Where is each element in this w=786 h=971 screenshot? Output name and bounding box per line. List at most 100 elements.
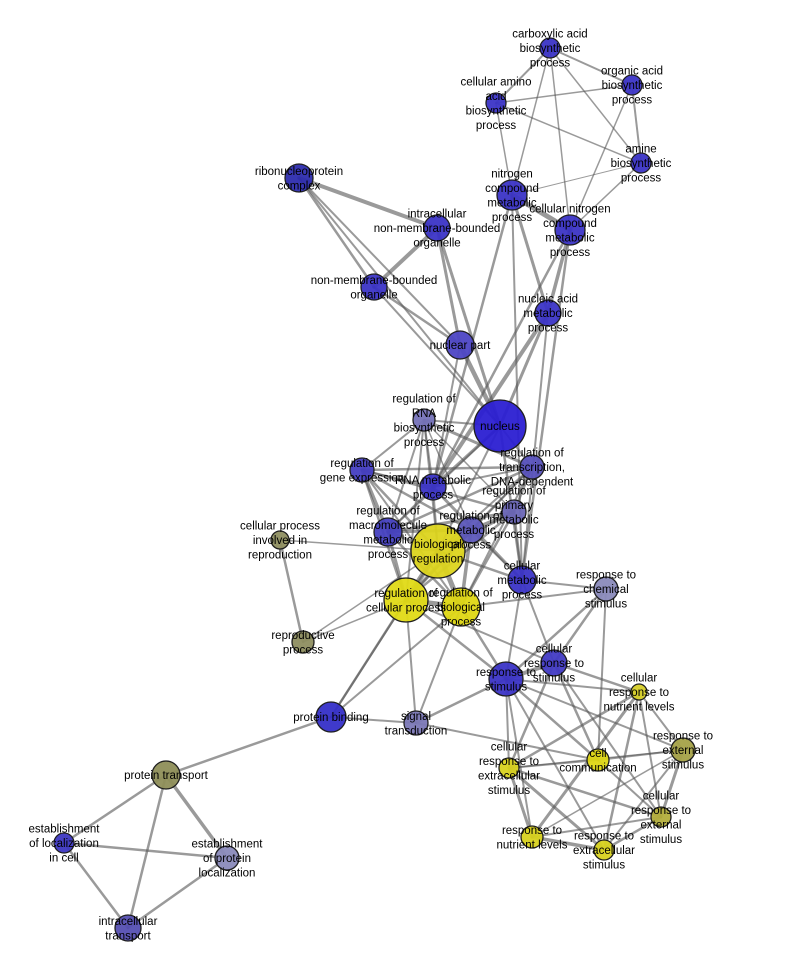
- graph-node-response-to-nutrient-levels[interactable]: [520, 825, 544, 849]
- graph-edge: [507, 690, 641, 770]
- graph-edge: [361, 469, 462, 608]
- graph-edge: [520, 228, 572, 582]
- graph-node-cellular-nitrogen-compound-metabolic-process[interactable]: [554, 214, 586, 246]
- graph-node-establishment-of-protein-localization[interactable]: [214, 845, 240, 871]
- graph-node-response-to-stimulus[interactable]: [488, 661, 524, 697]
- graph-edge: [549, 47, 633, 86]
- graph-node-nucleus[interactable]: [473, 399, 527, 453]
- graph-edge: [329, 598, 408, 719]
- graph-edge: [164, 715, 333, 777]
- graph-edge: [521, 579, 555, 664]
- graph-edge: [164, 773, 229, 860]
- graph-edge: [297, 176, 376, 289]
- graph-edge: [631, 84, 642, 164]
- graph-node-organic-acid-biosynthetic-process[interactable]: [621, 74, 643, 96]
- graph-node-ribonucleoprotein-complex[interactable]: [284, 163, 314, 193]
- graph-node-regulation-of-rna-biosynthetic-process[interactable]: [412, 408, 436, 432]
- graph-edge: [62, 773, 168, 845]
- graph-node-regulation-of-transcription-dna-dependent[interactable]: [519, 454, 545, 480]
- graph-edge: [435, 226, 502, 428]
- graph-edge: [495, 84, 633, 104]
- graph-node-biological-regulation[interactable]: [410, 523, 466, 579]
- graph-edge: [511, 47, 551, 196]
- graph-edge: [415, 606, 462, 724]
- graph-edge: [495, 47, 551, 104]
- graph-edge: [597, 588, 607, 761]
- edge-layer: [62, 47, 685, 930]
- graph-edge: [507, 766, 606, 852]
- graph-node-cellular-response-to-nutrient-levels[interactable]: [630, 683, 648, 701]
- graph-edge: [297, 176, 439, 230]
- graph-edge: [386, 510, 516, 534]
- graph-node-protein-transport[interactable]: [151, 760, 181, 790]
- graph-node-cellular-response-to-stimulus[interactable]: [540, 649, 568, 677]
- graph-node-cellular-metabolic-process[interactable]: [507, 565, 537, 595]
- graph-edge: [507, 661, 556, 770]
- graph-node-intracellular-transport[interactable]: [114, 914, 142, 942]
- graph-edge: [460, 588, 607, 608]
- graph-edge: [298, 177, 501, 427]
- graph-edge: [504, 587, 608, 681]
- graph-edge: [372, 226, 439, 289]
- graph-node-response-to-external-stimulus[interactable]: [670, 737, 696, 763]
- graph-edge: [505, 678, 533, 838]
- graph-node-regulation-of-primary-metabolic-process[interactable]: [501, 499, 527, 525]
- graph-node-response-to-extracellular-stimulus[interactable]: [593, 839, 615, 861]
- graph-node-non-membrane-bounded-organelle[interactable]: [360, 273, 388, 301]
- graph-edge: [495, 102, 642, 164]
- graph-node-rna-metabolic-process[interactable]: [419, 473, 447, 501]
- graph-edge: [432, 466, 533, 488]
- graph-node-cellular-process-involved-in-reproduction[interactable]: [270, 530, 290, 550]
- graph-node-regulation-of-gene-expression[interactable]: [349, 457, 375, 483]
- graph-node-nuclear-part[interactable]: [445, 330, 475, 360]
- graph-node-nitrogen-compound-metabolic-process[interactable]: [496, 179, 528, 211]
- graph-node-amine-biosynthetic-process[interactable]: [630, 152, 652, 174]
- graph-node-cellular-amino-acid-biosynthetic-process[interactable]: [485, 92, 507, 114]
- graph-edge: [126, 856, 229, 930]
- graph-node-signal-transduction[interactable]: [403, 710, 429, 736]
- graph-edge: [507, 766, 534, 839]
- graph-node-response-to-chemical-stimulus[interactable]: [593, 576, 619, 602]
- graph-node-regulation-of-biological-process[interactable]: [441, 587, 481, 627]
- graph-edge: [508, 759, 599, 769]
- graph-node-regulation-of-metabolic-process[interactable]: [457, 516, 485, 544]
- graph-edge: [510, 193, 550, 315]
- graph-edge: [507, 766, 663, 819]
- graph-node-reproductive-process[interactable]: [291, 630, 315, 654]
- graph-node-cellular-response-to-extracellular-stimulus[interactable]: [498, 757, 520, 779]
- graph-node-regulation-of-cellular-process[interactable]: [383, 577, 429, 623]
- graph-node-intracellular-non-membrane-bounded-organelle[interactable]: [423, 214, 451, 242]
- graph-node-carboxylic-acid-biosynthetic-process[interactable]: [539, 37, 561, 59]
- graph-node-nucleic-acid-metabolic-process[interactable]: [534, 299, 562, 327]
- graph-node-protein-binding[interactable]: [315, 701, 347, 733]
- graph-node-regulation-of-macromolecule-metabolic-process[interactable]: [373, 517, 403, 547]
- graph-node-cell-communication[interactable]: [586, 748, 610, 772]
- graph-node-establishment-of-localization-in-cell[interactable]: [53, 832, 75, 854]
- graph-edge: [360, 465, 534, 472]
- graph-node-cellular-response-to-external-stimulus[interactable]: [650, 806, 672, 828]
